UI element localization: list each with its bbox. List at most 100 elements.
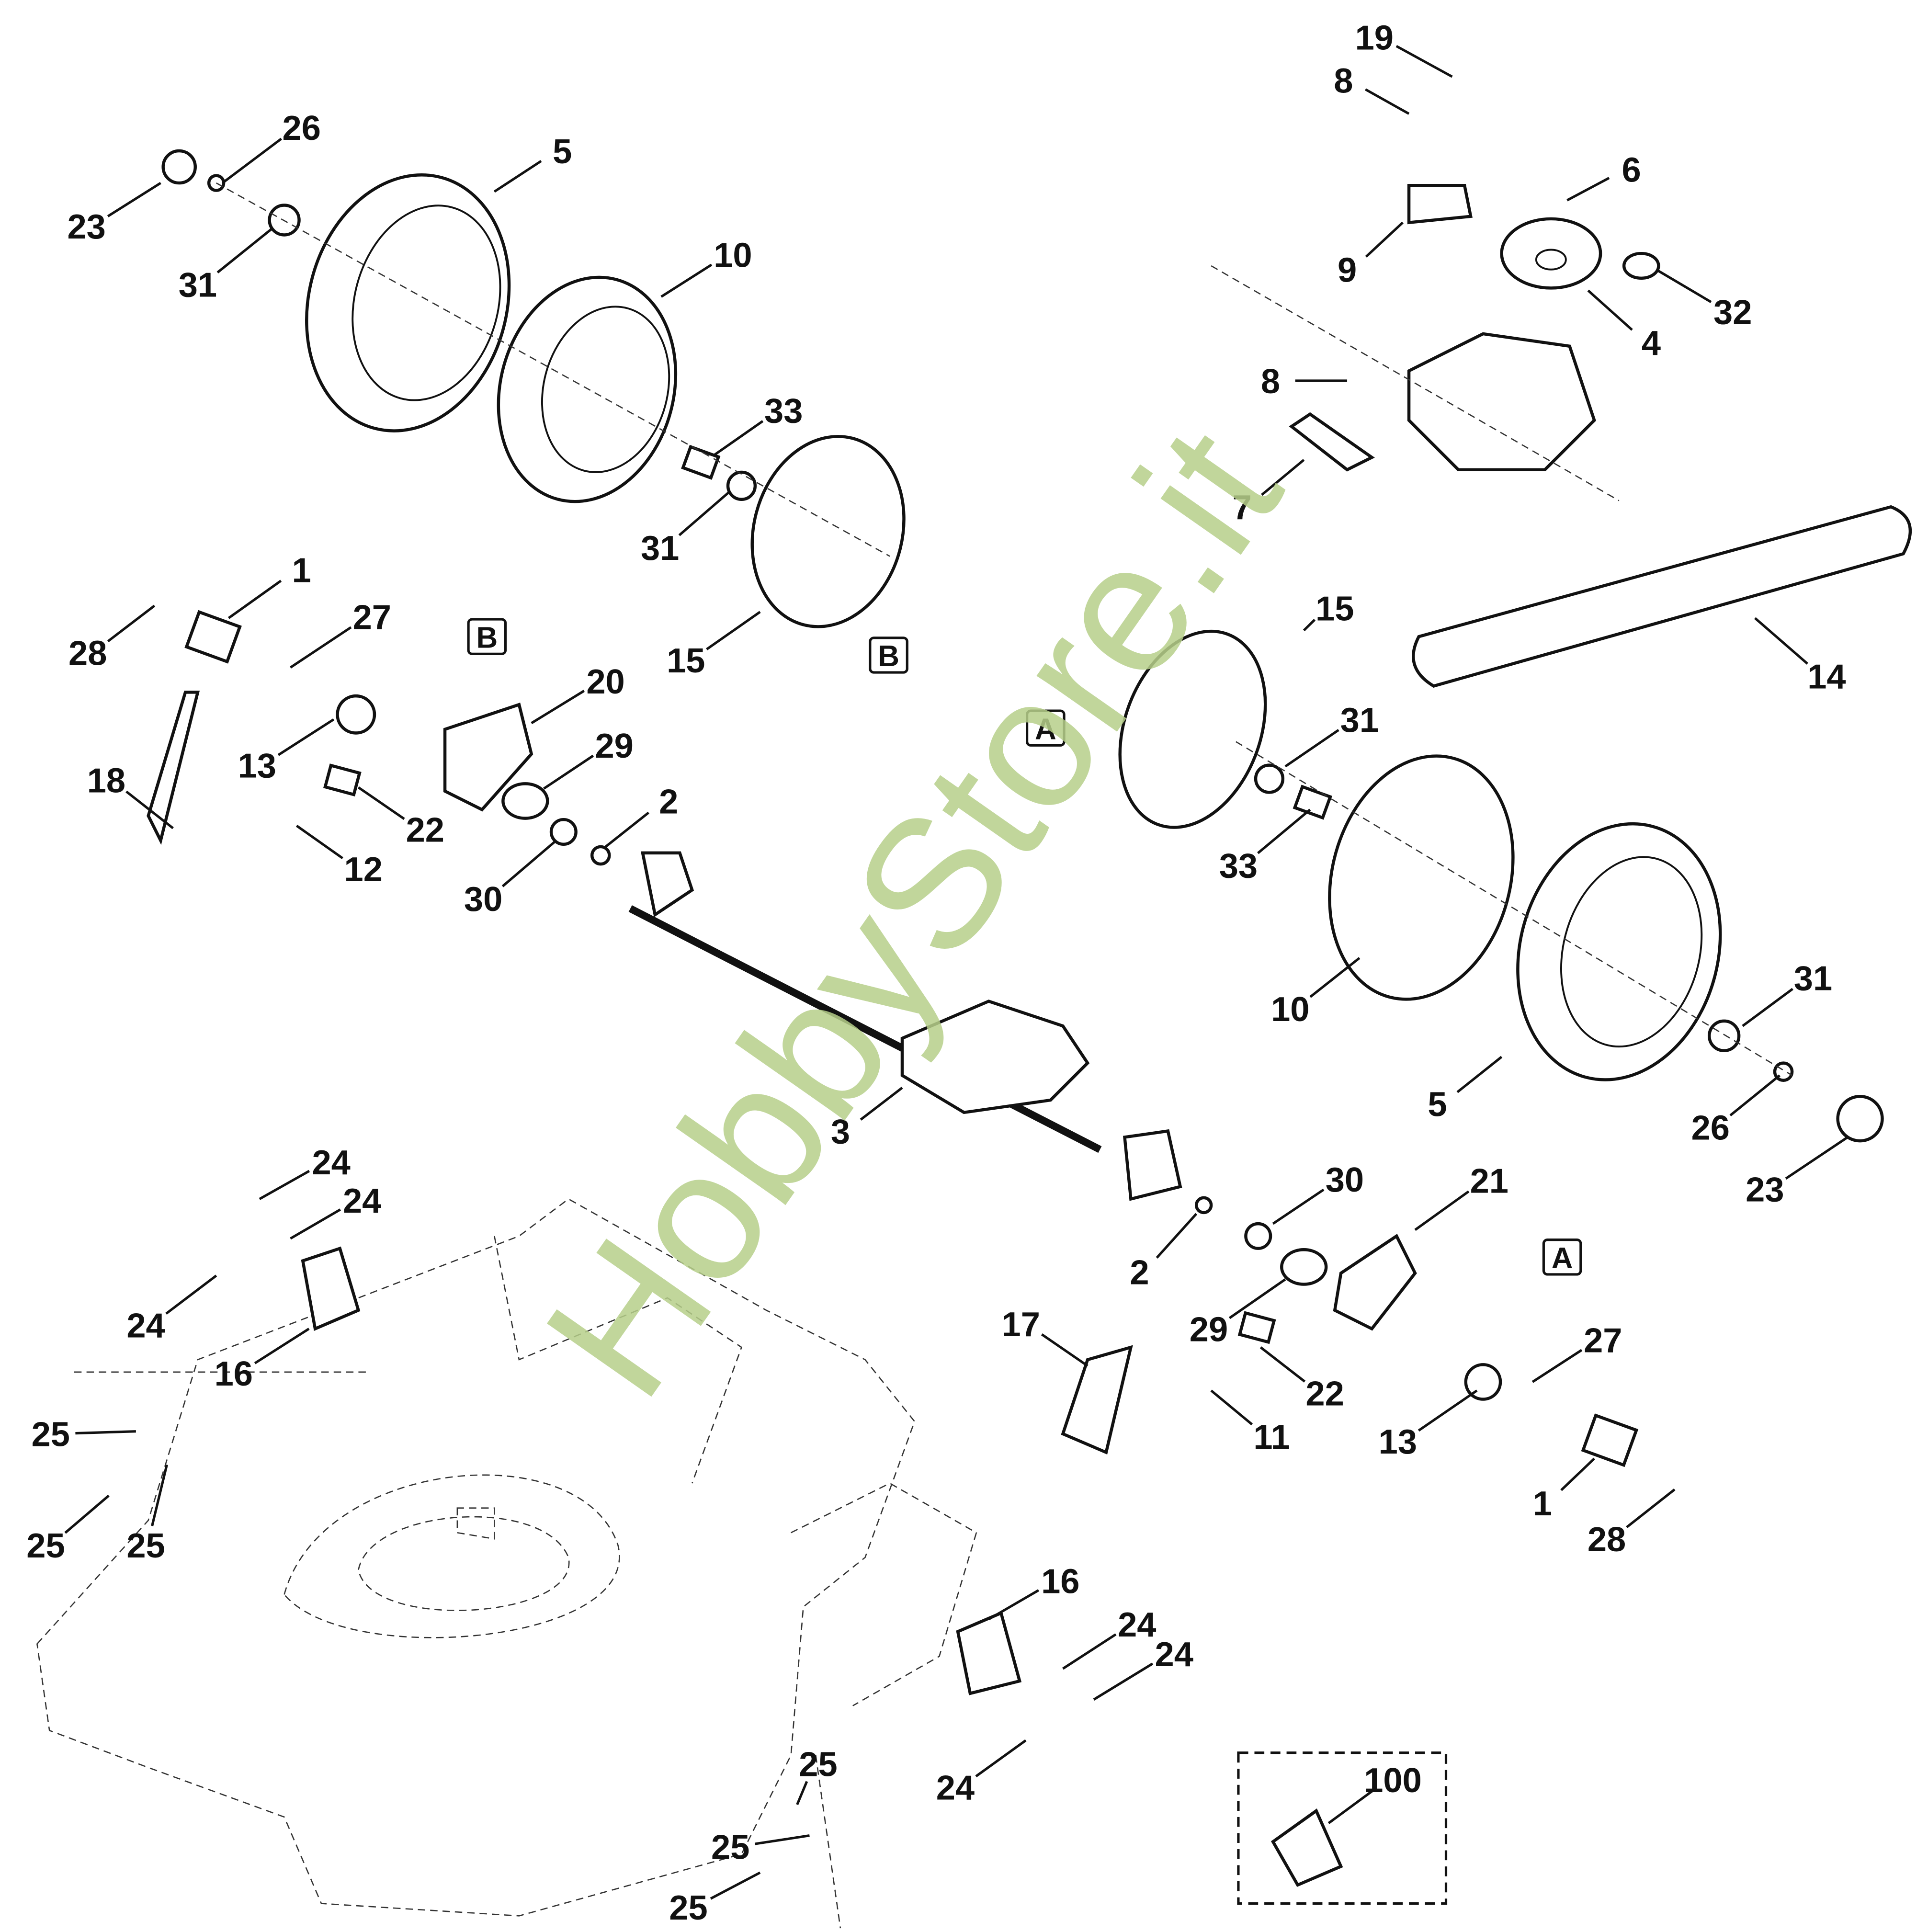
leader-line	[754, 1834, 810, 1845]
callout-17: 17	[1002, 1306, 1040, 1344]
leader-line	[1210, 1389, 1253, 1426]
leader-line	[227, 580, 282, 619]
leader-line	[1418, 1389, 1478, 1432]
leader-line	[1228, 1278, 1286, 1319]
callout-16: 16	[215, 1355, 253, 1393]
callout-5: 5	[553, 133, 572, 171]
callout-13: 13	[238, 747, 276, 785]
callout-9: 9	[1338, 251, 1357, 290]
leader-line	[1309, 957, 1361, 998]
leader-line	[1303, 619, 1316, 632]
leader-line	[290, 626, 352, 669]
callout-2: 2	[659, 783, 678, 821]
reference-box	[1542, 1239, 1582, 1276]
leader-line	[221, 137, 283, 184]
callout-4: 4	[1642, 324, 1661, 363]
callout-10: 10	[1271, 990, 1309, 1029]
callout-25: 25	[32, 1416, 70, 1454]
leader-line	[64, 1494, 110, 1534]
leader-line	[678, 491, 730, 536]
callout-30: 30	[464, 880, 502, 919]
leader-line	[1785, 1136, 1849, 1180]
leader-line	[1729, 1074, 1781, 1117]
callout-6: 6	[1622, 151, 1641, 190]
leader-line	[277, 718, 335, 756]
callout-10: 10	[714, 237, 752, 275]
callout-31: 31	[1340, 701, 1379, 739]
callout-25: 25	[799, 1746, 837, 1784]
leader-line	[1395, 45, 1453, 78]
callout-22: 22	[1305, 1375, 1344, 1413]
callout-3: 3	[831, 1113, 850, 1151]
leader-line	[1284, 729, 1339, 768]
callout-8: 8	[1261, 363, 1280, 401]
leader-line	[988, 1589, 1040, 1621]
callout-33: 33	[1219, 847, 1258, 885]
callout-11: 11	[1253, 1418, 1290, 1456]
callout-18: 18	[87, 761, 125, 800]
callout-28: 28	[68, 635, 107, 673]
leader-line	[1531, 1349, 1583, 1383]
callout-23: 23	[1746, 1171, 1784, 1209]
right-wheel-assembly	[1118, 629, 1884, 1143]
leader-line	[660, 263, 713, 298]
leader-line	[216, 227, 273, 273]
callout-32: 32	[1713, 293, 1752, 331]
leader-line	[1365, 221, 1404, 258]
leader-line	[1414, 1190, 1470, 1231]
callout-1: 1	[292, 552, 311, 590]
callout-25: 25	[711, 1829, 749, 1867]
callout-5: 5	[1428, 1086, 1447, 1124]
leader-line	[975, 1739, 1027, 1778]
leader-line	[357, 786, 405, 820]
watermark: HobbyStore.it	[506, 393, 1320, 1432]
callout-100: 100	[1364, 1762, 1422, 1800]
callout-26: 26	[1691, 1109, 1730, 1148]
leader-line	[295, 824, 343, 860]
leader-line	[1261, 459, 1305, 496]
callout-24: 24	[936, 1769, 975, 1807]
leader-line	[290, 1208, 341, 1240]
callout-16: 16	[1041, 1563, 1079, 1601]
leader-line	[1259, 1346, 1306, 1383]
callout-28: 28	[1588, 1521, 1626, 1559]
callout-30: 30	[1326, 1161, 1364, 1199]
reference-mark-B: B	[476, 621, 498, 654]
leader-line	[151, 1464, 168, 1526]
callout-7: 7	[1233, 489, 1252, 527]
callout-15: 15	[1316, 590, 1354, 628]
leader-line	[493, 160, 542, 193]
leader-line	[1566, 177, 1610, 202]
callout-19: 19	[1355, 19, 1394, 57]
callout-14: 14	[1807, 658, 1846, 696]
callout-31: 31	[179, 266, 217, 305]
leader-line	[1272, 1188, 1325, 1225]
callout-21: 21	[1470, 1162, 1508, 1201]
reference-mark-B: B	[878, 640, 899, 673]
callout-24: 24	[343, 1182, 381, 1220]
leader-line	[1587, 289, 1633, 331]
leader-line	[1754, 617, 1808, 665]
leader-line	[1626, 1488, 1676, 1528]
leader-line	[1560, 1457, 1595, 1491]
reference-mark-A: A	[1035, 713, 1056, 746]
leader-line	[259, 1170, 310, 1200]
reference-box	[467, 618, 507, 655]
leader-line	[1742, 988, 1793, 1027]
callout-24: 24	[312, 1144, 350, 1182]
leader-line	[1093, 1662, 1154, 1701]
leader-line	[706, 611, 761, 650]
callout-26: 26	[283, 109, 321, 148]
leader-line	[254, 1328, 310, 1364]
callout-24: 24	[126, 1307, 165, 1345]
callout-29: 29	[1190, 1310, 1228, 1349]
leader-line	[125, 790, 174, 830]
leader-line	[531, 690, 585, 725]
leader-line	[107, 182, 161, 217]
callout-12: 12	[344, 851, 383, 889]
drive-assembly	[628, 184, 1912, 1201]
callout-15: 15	[667, 642, 705, 680]
callout-31: 31	[641, 529, 679, 568]
leader-line	[860, 1087, 903, 1121]
